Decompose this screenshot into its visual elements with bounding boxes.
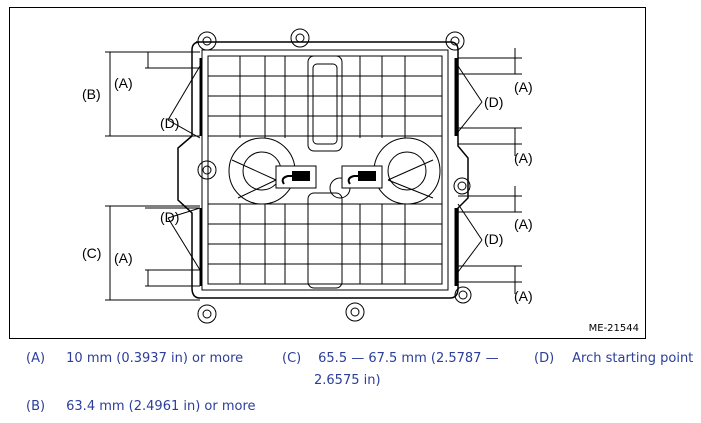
figure-id: ME-21544 <box>588 323 639 334</box>
plug-boss-right <box>373 137 441 205</box>
mount-ear <box>197 31 217 51</box>
callout-a: (A) <box>114 250 133 266</box>
legend-item-b: (B) 63.4 mm (2.4961 in) or more <box>26 396 256 417</box>
callout-d: (D) <box>484 94 503 110</box>
legend-key: (B) <box>26 399 46 414</box>
legend-text: 63.4 mm (2.4961 in) or more <box>66 399 256 414</box>
legend-item-c: (C) 65.5 — 67.5 mm (2.5787 — <box>282 351 499 366</box>
legend-item-a: (A) 10 mm (0.3937 in) or more <box>26 348 243 369</box>
cover-outline <box>177 41 469 299</box>
callout-d: (D) <box>160 209 179 225</box>
callout-b: (B) <box>82 86 101 102</box>
legend-key: (D) <box>534 351 555 366</box>
legend-item-c-continued: 2.6575 in) <box>314 370 381 391</box>
cover-diagram: (B) (A) (D) (D) (C) (A) (A) (D) (A) (A) … <box>82 28 533 324</box>
callout-a: (A) <box>514 216 533 232</box>
callout-c: (C) <box>82 245 101 261</box>
legend-text: 2.6575 in) <box>314 373 381 388</box>
callout-d: (D) <box>484 231 503 247</box>
callout-d: (D) <box>160 115 179 131</box>
legend-key: (A) <box>26 351 46 366</box>
callout-a: (A) <box>514 288 533 304</box>
legend-text: Arch starting point <box>572 351 694 366</box>
legend-item-d: (D) Arch starting point <box>534 348 693 369</box>
legend-text: 10 mm (0.3937 in) or more <box>66 351 244 366</box>
callout-a: (A) <box>114 75 133 91</box>
diagram-frame: (B) (A) (D) (D) (C) (A) (A) (D) (A) (A) … <box>9 7 646 339</box>
legend-text: 65.5 — 67.5 mm (2.5787 — <box>318 351 499 366</box>
callout-a: (A) <box>514 79 533 95</box>
callout-a: (A) <box>514 150 533 166</box>
